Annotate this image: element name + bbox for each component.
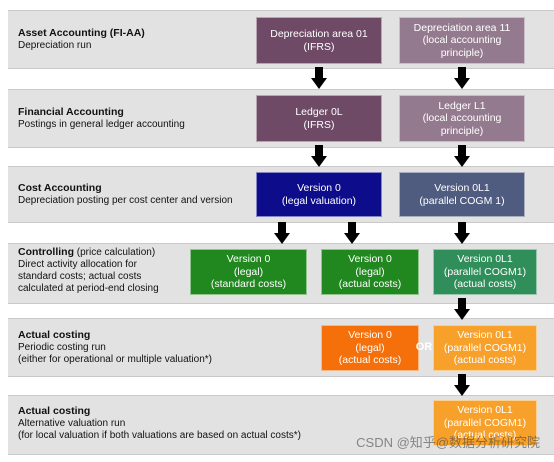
box-controlling-version-0-standard: Version 0 (legal) (standard costs): [190, 249, 307, 295]
section-title: Controlling: [18, 246, 74, 258]
section-cost-accounting: Cost Accounting Depreciation posting per…: [18, 182, 233, 207]
section-line: standard costs; actual costs: [18, 271, 142, 282]
box-line: (actual costs): [453, 354, 517, 367]
box-line: (legal valuation): [281, 194, 357, 207]
arrow-down-icon: [311, 145, 327, 167]
box-ledger-l1: Ledger L1 (local accounting principle): [399, 95, 525, 142]
arrow-down-icon: [454, 374, 470, 396]
box-actual-costing-version-0l1: Version 0L1 (parallel COGM1) (actual cos…: [433, 325, 537, 371]
section-title: Financial Accounting: [18, 106, 124, 118]
arrow-down-icon: [454, 222, 470, 244]
box-line: principle): [440, 124, 484, 137]
section-line: Postings in general ledger accounting: [18, 119, 185, 130]
box-alternative-valuation-version-0l1: Version 0L1 (parallel COGM1) (actual cos…: [433, 400, 537, 446]
section-controlling: Controlling (price calculation) Direct a…: [18, 246, 159, 295]
box-line: (actual costs): [338, 354, 402, 367]
box-line: (legal): [355, 265, 385, 278]
section-line: (for local valuation if both valuations …: [18, 430, 301, 441]
box-line: Depreciation area 01: [270, 28, 368, 40]
box-line: (parallel COGM1): [443, 265, 527, 278]
section-line: Direct activity allocation for: [18, 259, 137, 270]
box-line: Version 0: [297, 182, 341, 194]
box-line: Version 0L1: [457, 404, 513, 417]
section-line: Depreciation run: [18, 40, 92, 51]
box-line: Version 0: [348, 329, 392, 342]
section-financial-accounting: Financial Accounting Postings in general…: [18, 106, 185, 131]
box-line: (actual costs): [453, 278, 517, 291]
box-line: Ledger L1: [438, 99, 486, 112]
section-title: Asset Accounting (FI-AA): [18, 27, 145, 39]
arrow-down-icon: [454, 145, 470, 167]
box-line: Version 0L1: [434, 182, 490, 194]
section-line: Alternative valuation run: [18, 418, 126, 429]
arrow-down-icon: [311, 67, 327, 89]
box-line: (parallel COGM1): [443, 416, 527, 429]
box-line: Version 0L1: [457, 253, 513, 266]
box-line: (IFRS): [303, 118, 335, 131]
section-title: Actual costing: [18, 329, 91, 341]
box-actual-costing-version-0: Version 0 (legal) (actual costs): [321, 325, 419, 371]
arrow-down-icon: [344, 222, 360, 244]
box-line: (parallel COGM1): [443, 341, 527, 354]
section-asset-accounting: Asset Accounting (FI-AA) Depreciation ru…: [18, 27, 145, 52]
arrow-down-icon: [454, 298, 470, 320]
section-actual-costing-alternative: Actual costing Alternative valuation run…: [18, 405, 301, 442]
section-title: Cost Accounting: [18, 182, 102, 194]
box-ledger-0l: Ledger 0L (IFRS): [256, 95, 382, 142]
section-line: Depreciation posting per cost center and…: [18, 195, 233, 206]
section-actual-costing-periodic: Actual costing Periodic costing run (eit…: [18, 329, 212, 366]
section-title: Actual costing: [18, 405, 91, 417]
box-line: (IFRS): [303, 40, 335, 53]
arrow-down-icon: [454, 67, 470, 89]
box-line: (actual costs): [453, 429, 517, 442]
watermark: CSDN @知乎@数据分析研究院: [356, 435, 540, 450]
box-line: (local accounting: [422, 112, 502, 125]
box-line: (local accounting: [422, 34, 502, 47]
section-line: Periodic costing run: [18, 342, 106, 353]
box-line: Version 0L1: [457, 329, 513, 342]
box-line: (actual costs): [338, 278, 402, 291]
box-line: Ledger 0L: [295, 106, 343, 118]
box-line: (standard costs): [210, 278, 287, 291]
section-line: (either for operational or multiple valu…: [18, 354, 212, 365]
box-line: principle): [440, 46, 484, 59]
section-line: calculated at period-end closing: [18, 283, 159, 294]
arrow-down-icon: [274, 222, 290, 244]
box-controlling-version-0l1: Version 0L1 (parallel COGM1) (actual cos…: [433, 249, 537, 295]
or-label: OR: [415, 341, 433, 353]
box-line: (parallel COGM 1): [419, 194, 505, 207]
box-depreciation-area-01: Depreciation area 01 (IFRS): [256, 17, 382, 64]
box-cost-version-0: Version 0 (legal valuation): [256, 172, 382, 217]
box-cost-version-0l1: Version 0L1 (parallel COGM 1): [399, 172, 525, 217]
box-line: (legal): [233, 265, 264, 278]
box-line: Version 0: [348, 253, 392, 266]
box-controlling-version-0-actual: Version 0 (legal) (actual costs): [321, 249, 419, 295]
box-depreciation-area-11: Depreciation area 11 (local accounting p…: [399, 17, 525, 64]
section-title-suffix: (price calculation): [74, 247, 156, 258]
box-line: (legal): [355, 341, 385, 354]
box-line: Depreciation area 11: [413, 21, 511, 34]
box-line: Version 0: [226, 253, 271, 266]
